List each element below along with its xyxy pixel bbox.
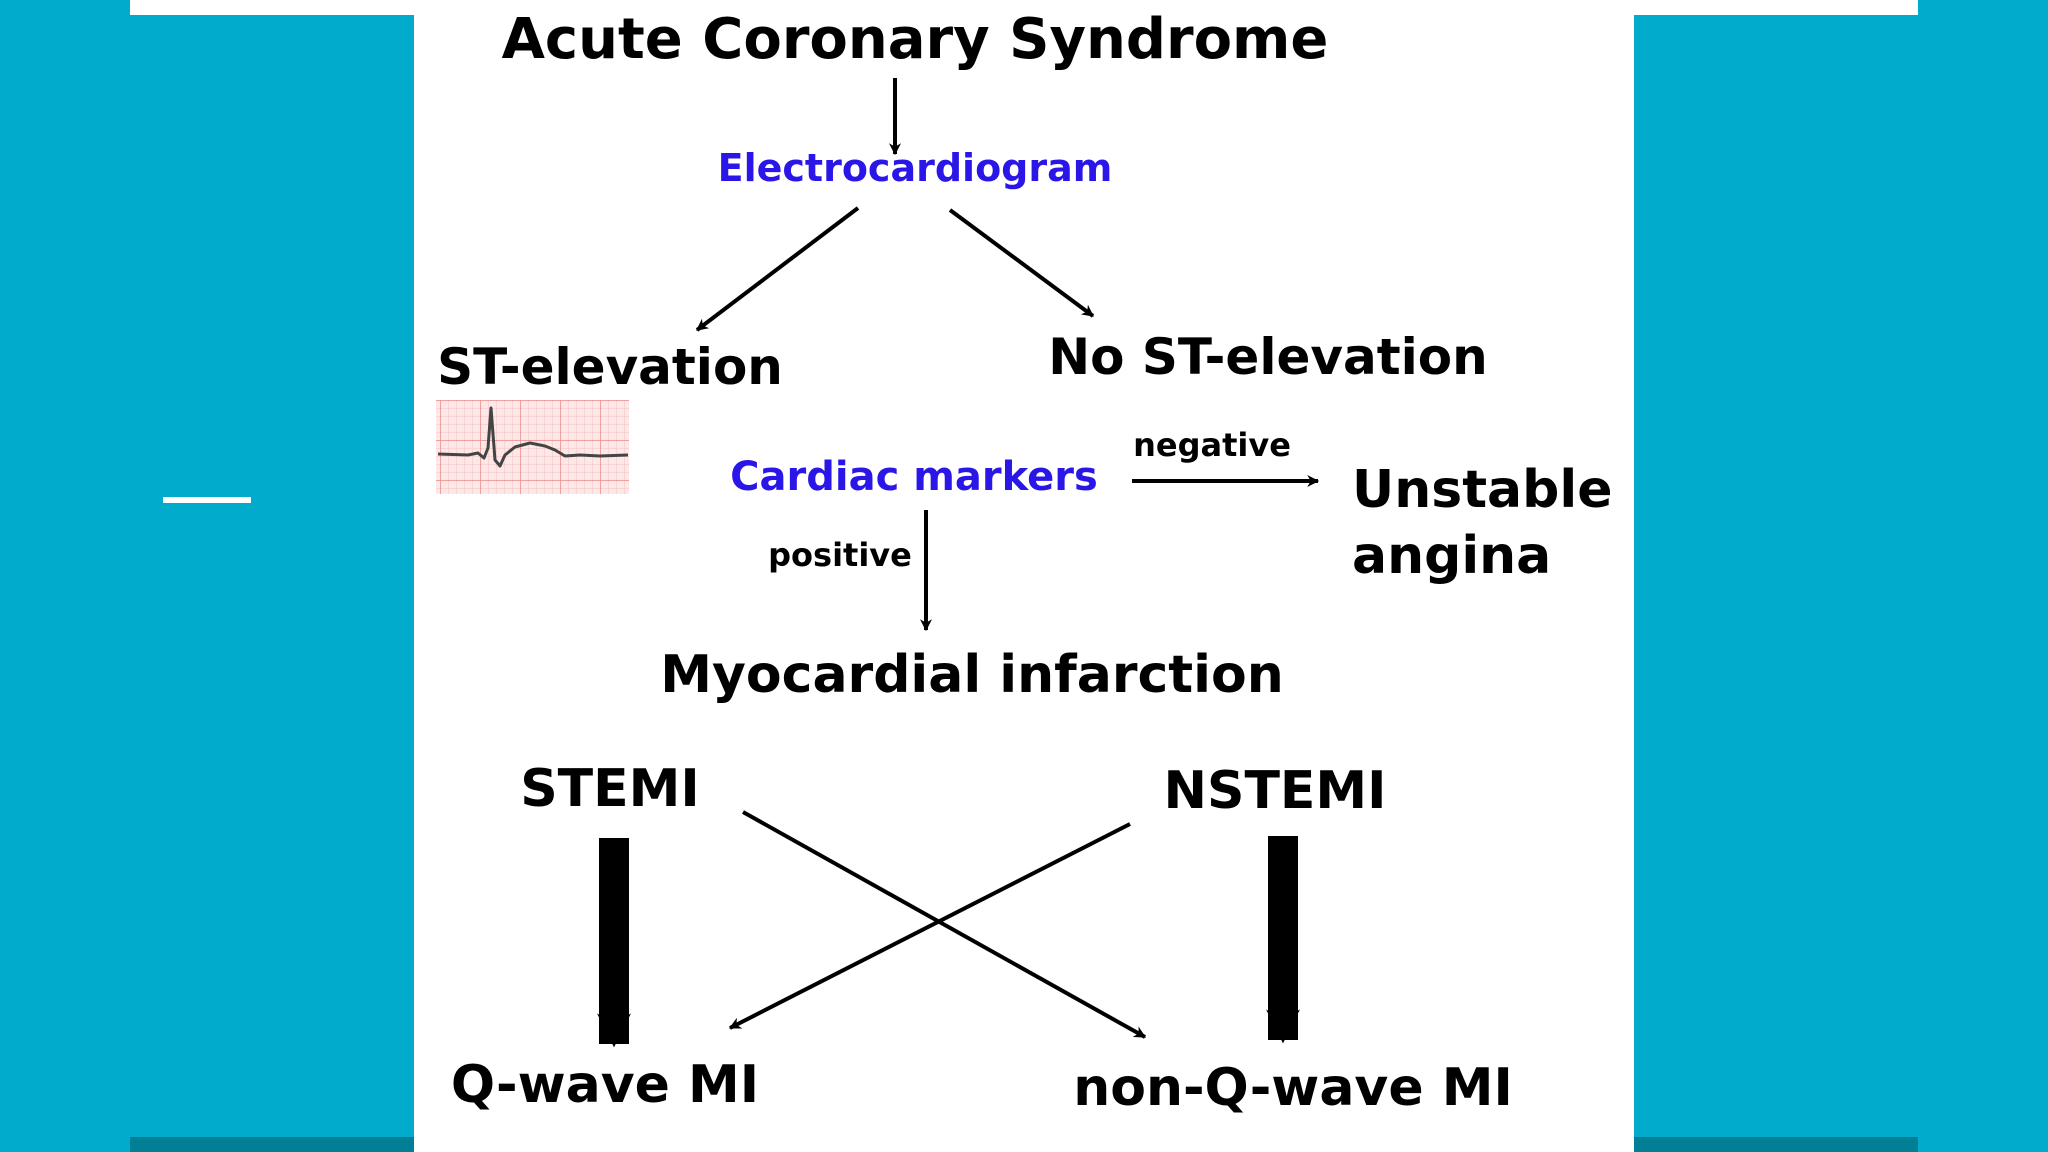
arrow-ecg-to-no-st-elevation [948, 208, 1095, 318]
nstemi-label: NSTEMI [1163, 761, 1386, 821]
negative-label: negative [1133, 426, 1291, 464]
cardiac-markers-label: Cardiac markers [730, 454, 1098, 500]
arrow-stemi-to-non-q-wave [742, 810, 1147, 1039]
electrocardiogram-label: Electrocardiogram [718, 146, 1113, 190]
st-elevation-label: ST-elevation [437, 338, 783, 396]
accent-line [163, 497, 251, 503]
q-wave-mi-label: Q-wave MI [451, 1055, 759, 1115]
unstable-angina-line1: Unstable [1352, 460, 1612, 520]
positive-label: positive [768, 536, 912, 574]
no-st-elevation-label: No ST-elevation [1048, 328, 1487, 386]
stemi-label: STEMI [520, 759, 700, 819]
arrow-nstemi-to-q-wave [728, 822, 1131, 1030]
myocardial-infarction-label: Myocardial infarction [660, 645, 1283, 705]
diagram-title: Acute Coronary Syndrome [502, 7, 1329, 72]
arrow-ecg-to-st-elevation [695, 206, 860, 332]
non-q-wave-mi-label: non-Q-wave MI [1073, 1058, 1513, 1118]
ecg-strip-image [436, 400, 629, 494]
unstable-angina-line2: angina [1352, 526, 1551, 586]
